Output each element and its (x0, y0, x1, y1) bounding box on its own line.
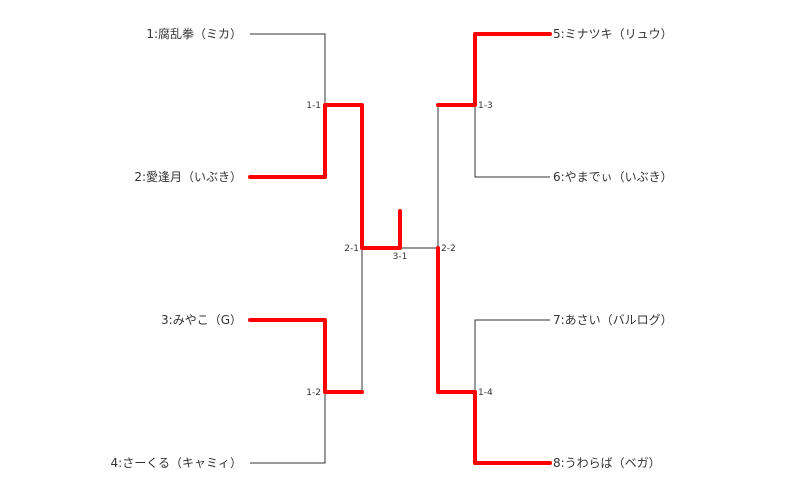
match-label-2-1: 2-1 (344, 244, 359, 254)
match-label-1-2: 1-2 (306, 388, 321, 398)
bracket-line-p1 (250, 33, 326, 105)
player-labels: 1:腐乱拳（ミカ） 2:愛逢月（いぶき） 3:みやこ（G） 4:さーくる（キャミ… (111, 26, 673, 470)
player-8-name: 8:うわらば（ベガ） (553, 456, 661, 470)
winner-path-p3 (248, 318, 364, 394)
winner-paths (248, 32, 552, 465)
match-label-2-2: 2-2 (441, 244, 456, 254)
winner-path-p8 (436, 246, 552, 465)
bracket-line-p7 (474, 319, 550, 392)
winner-path-p5 (436, 32, 552, 107)
match-label-1-1: 1-1 (306, 101, 321, 111)
player-3-name: 3:みやこ（G） (161, 313, 242, 327)
player-4-name: 4:さーくる（キャミィ） (111, 456, 242, 470)
player-7-name: 7:あさい（バルログ） (553, 313, 673, 327)
winner-path-left (248, 103, 402, 250)
bracket-line-p6 (474, 105, 550, 178)
match-label-1-3: 1-3 (478, 101, 493, 111)
player-1-name: 1:腐乱拳（ミカ） (146, 26, 242, 41)
match-labels: 1-1 1-2 1-3 1-4 2-1 2-2 3-1 (306, 101, 493, 398)
match-label-1-4: 1-4 (478, 388, 493, 398)
player-2-name: 2:愛逢月（いぶき） (134, 170, 242, 184)
match-label-3-1: 3-1 (393, 252, 408, 262)
player-5-name: 5:ミナツキ（リュウ） (553, 27, 673, 41)
bracket-line-p4 (250, 392, 326, 464)
player-6-name: 6:やまでぃ（いぶき） (553, 170, 673, 184)
